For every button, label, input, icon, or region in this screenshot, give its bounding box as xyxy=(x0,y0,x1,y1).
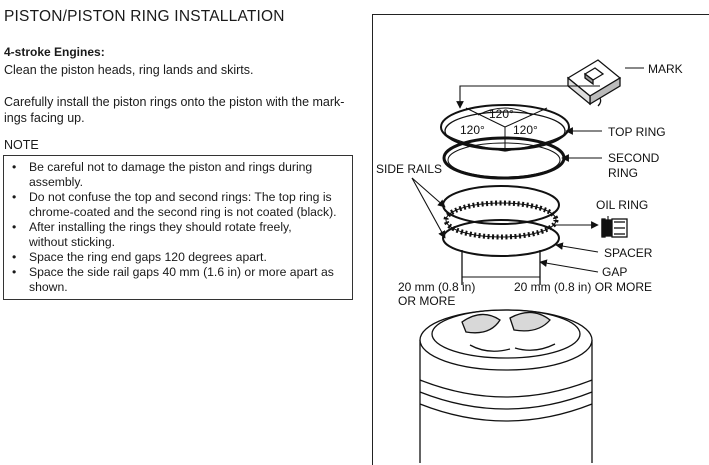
angle-guides xyxy=(465,107,548,150)
note-box: • Be careful not to damage the piston and… xyxy=(3,155,353,300)
label-top-ring: TOP RING xyxy=(608,125,666,139)
oil-ring-spacer xyxy=(443,200,559,240)
leader-lines xyxy=(411,67,644,273)
instruction-paragraph-clean: Clean the piston heads, ring lands and s… xyxy=(4,63,254,77)
note-item: • Space the ring end gaps 120 degrees apa… xyxy=(12,250,346,265)
bullet-glyph: • xyxy=(12,265,17,279)
note-item: • Space the side rail gaps 40 mm (1.6 in)… xyxy=(12,265,346,295)
note-label: NOTE xyxy=(4,138,39,152)
label-dim-left-line2: OR MORE xyxy=(398,294,455,308)
gap-dimension-lines xyxy=(461,250,541,285)
label-dim-right: 20 mm (0.8 in) OR MORE xyxy=(514,280,652,294)
label-mark: MARK xyxy=(648,62,683,76)
second-ring xyxy=(442,136,566,180)
label-spacer: SPACER xyxy=(604,246,653,260)
label-dim-left-line1: 20 mm (0.8 in) xyxy=(398,280,475,294)
bullet-glyph: • xyxy=(12,190,17,204)
page-title: PISTON/PISTON RING INSTALLATION xyxy=(4,8,285,25)
bullet-glyph: • xyxy=(12,250,17,264)
note-item: • After installing the rings they should … xyxy=(12,220,346,250)
oil-ring-section-inset xyxy=(601,218,628,238)
note-item: • Be careful not to damage the piston and… xyxy=(12,160,346,190)
label-second-ring-line2: RING xyxy=(608,166,638,180)
bullet-glyph: • xyxy=(12,220,17,234)
note-list: • Be careful not to damage the piston and… xyxy=(12,160,346,295)
figure-frame xyxy=(372,14,709,465)
angle-label-top: 120° xyxy=(489,107,514,121)
piston-body xyxy=(419,309,593,463)
angle-label-right: 120° xyxy=(513,123,538,137)
note-item-text: Be careful not to damage the piston and … xyxy=(29,160,313,189)
note-item-text: Space the ring end gaps 120 degrees apar… xyxy=(29,250,267,264)
label-second-ring-line1: SECOND xyxy=(608,151,660,165)
instruction-paragraph-install: Carefully install the piston rings onto … xyxy=(4,95,345,125)
angle-label-left: 120° xyxy=(460,123,485,137)
note-item: • Do not confuse the top and second rings… xyxy=(12,190,346,220)
note-item-text: Do not confuse the top and second rings:… xyxy=(29,190,337,219)
note-item-text: Space the side rail gaps 40 mm (1.6 in) … xyxy=(29,265,334,294)
label-gap: GAP xyxy=(602,265,627,279)
mark-inset xyxy=(566,59,622,107)
note-item-text: After installing the rings they should r… xyxy=(29,220,292,249)
bullet-glyph: • xyxy=(12,160,17,174)
section-subheading: 4-stroke Engines: xyxy=(4,45,105,59)
label-oil-ring: OIL RING xyxy=(596,198,648,212)
label-side-rails: SIDE RAILS xyxy=(376,162,442,176)
